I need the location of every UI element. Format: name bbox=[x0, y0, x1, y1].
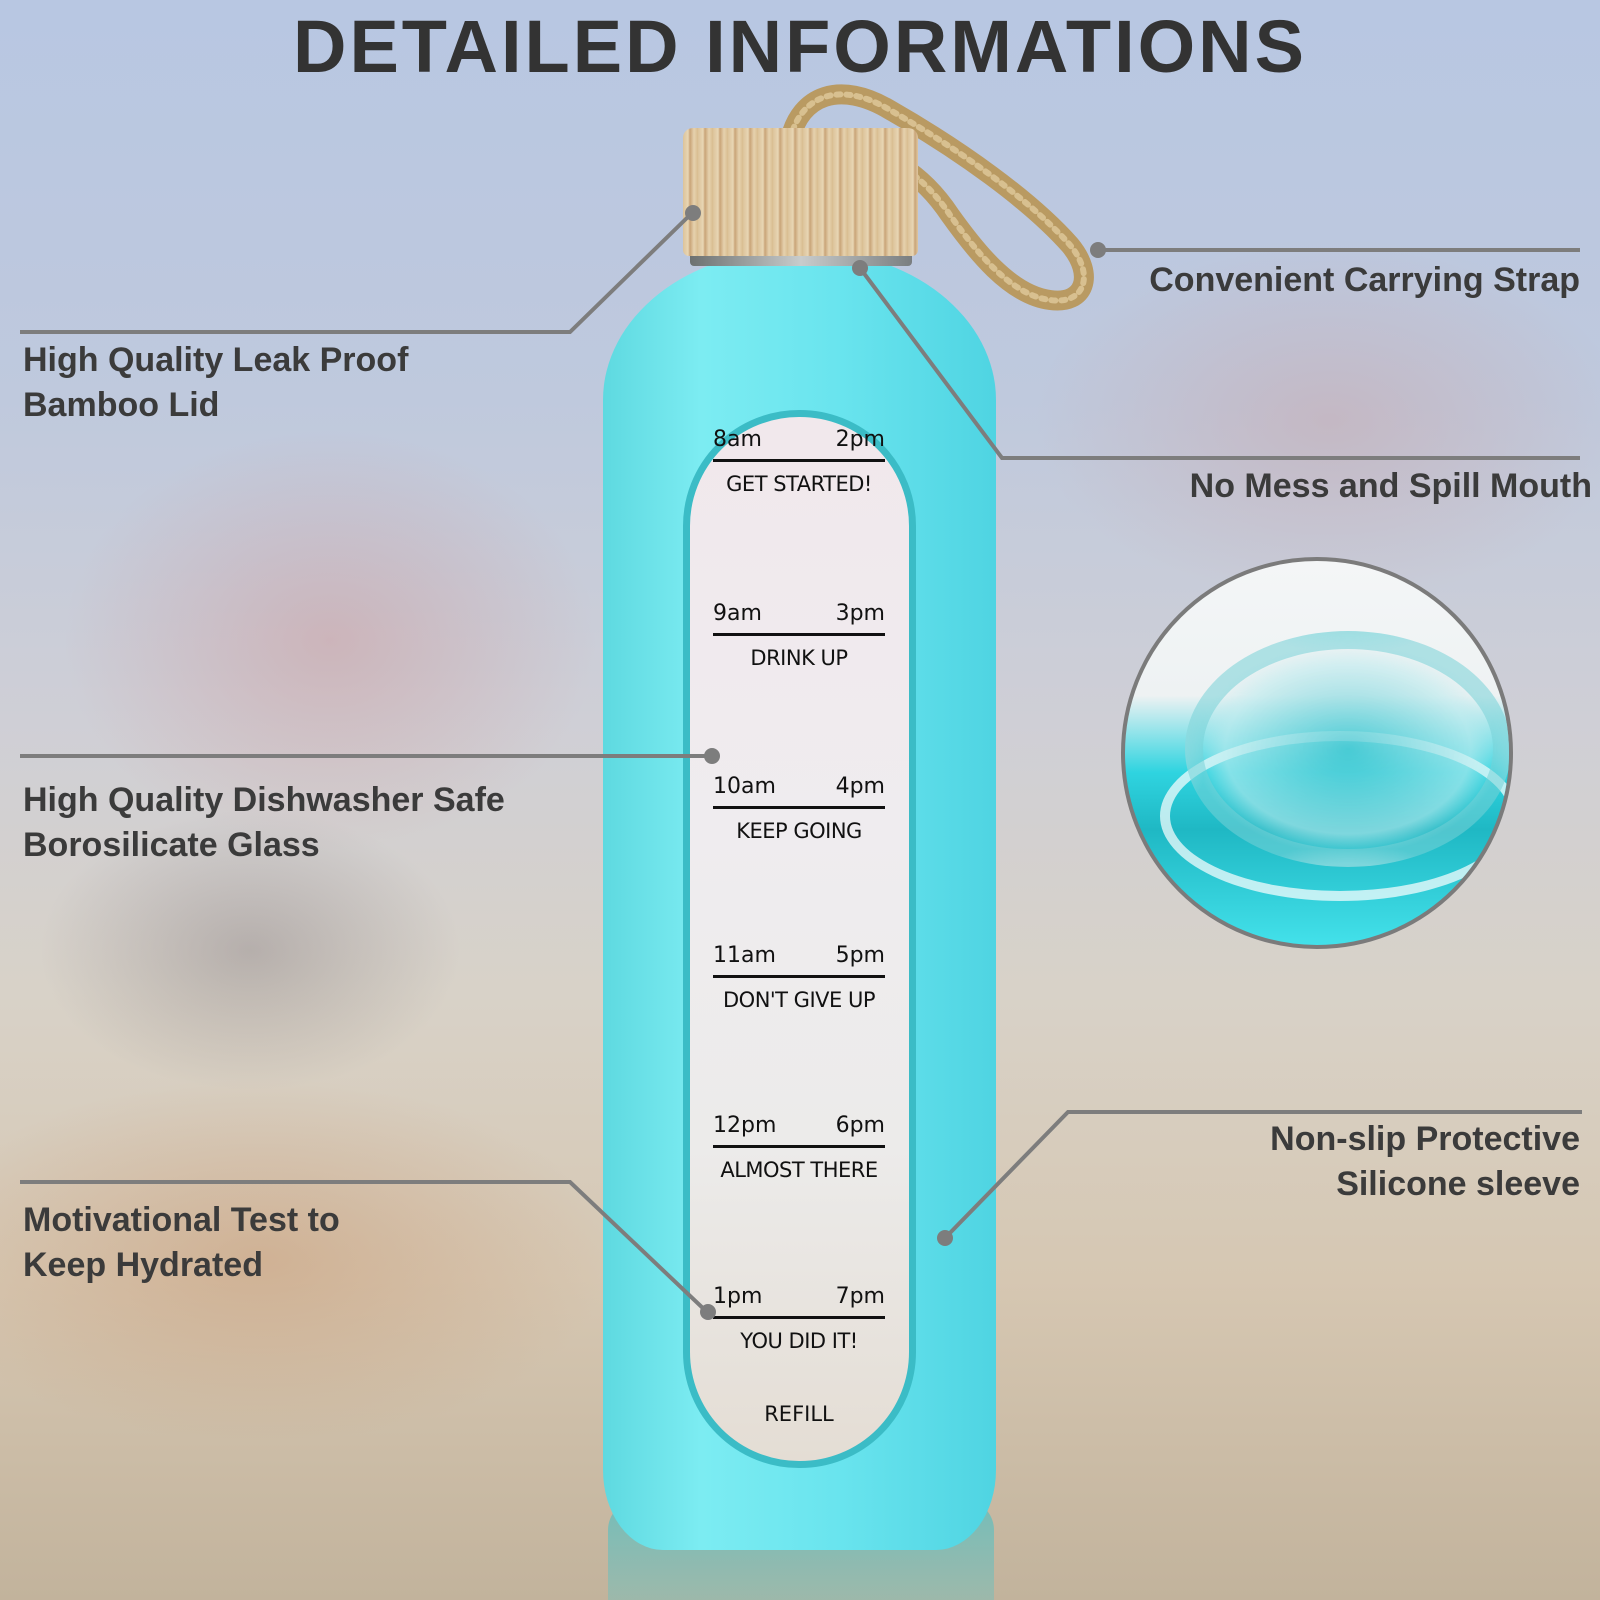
strap-callout-dot bbox=[1090, 242, 1106, 258]
time-right: 2pm bbox=[835, 427, 885, 452]
marker-message: DRINK UP bbox=[750, 646, 848, 670]
marker-line bbox=[713, 806, 885, 809]
callout-line: Silicone sleeve bbox=[1336, 1165, 1580, 1203]
time-left: 10am bbox=[713, 774, 776, 799]
time-marker: 11am 5pm DON'T GIVE UP bbox=[713, 943, 885, 1012]
marker-message: ALMOST THERE bbox=[720, 1158, 878, 1182]
time-left: 8am bbox=[713, 427, 762, 452]
time-right: 3pm bbox=[835, 601, 885, 626]
refill-label: REFILL bbox=[764, 1402, 834, 1426]
time-right: 5pm bbox=[835, 943, 885, 968]
time-marker: 9am 3pm DRINK UP bbox=[713, 601, 885, 670]
callout-line: High Quality Leak Proof bbox=[23, 341, 409, 379]
callout-line: No Mess and Spill Mouth bbox=[1189, 467, 1592, 505]
callout-line: Non-slip Protective bbox=[1270, 1120, 1580, 1158]
time-marker: 1pm 7pm YOU DID IT! bbox=[713, 1284, 885, 1353]
marker-line bbox=[713, 1145, 885, 1148]
sleeve-callout-dot bbox=[937, 1230, 953, 1246]
time-marker: 12pm 6pm ALMOST THERE bbox=[713, 1113, 885, 1182]
lid-callout-dot bbox=[685, 205, 701, 221]
marker-message: GET STARTED! bbox=[726, 472, 872, 496]
callout-line: Motivational Test to bbox=[23, 1201, 340, 1239]
marker-line bbox=[713, 633, 885, 636]
marker-message: DON'T GIVE UP bbox=[723, 988, 876, 1012]
callout-motivational-text: Motivational Test to Keep Hydrated bbox=[23, 1198, 340, 1288]
marker-message: KEEP GOING bbox=[736, 819, 862, 843]
marker-message: YOU DID IT! bbox=[740, 1329, 858, 1353]
time-right: 7pm bbox=[835, 1284, 885, 1309]
marker-line bbox=[713, 975, 885, 978]
callout-borosilicate-glass: High Quality Dishwasher Safe Borosilicat… bbox=[23, 778, 505, 868]
time-marker: 8am 2pm GET STARTED! bbox=[713, 427, 885, 496]
time-left: 12pm bbox=[713, 1113, 777, 1138]
time-right: 4pm bbox=[835, 774, 885, 799]
mouth-callout-dot bbox=[852, 260, 868, 276]
glass-window bbox=[683, 410, 916, 1468]
callout-carrying-strap: Convenient Carrying Strap bbox=[1149, 258, 1580, 303]
callout-spill-mouth: No Mess and Spill Mouth bbox=[1190, 464, 1592, 509]
marker-line bbox=[713, 459, 885, 462]
time-left: 9am bbox=[713, 601, 762, 626]
motivation-callout-dot bbox=[700, 1304, 716, 1320]
mouth-closeup-inset bbox=[1121, 557, 1513, 949]
time-left: 1pm bbox=[713, 1284, 763, 1309]
marker-line bbox=[713, 1316, 885, 1319]
callout-line: High Quality Dishwasher Safe bbox=[23, 781, 505, 819]
time-marker: 10am 4pm KEEP GOING bbox=[713, 774, 885, 843]
callout-bamboo-lid: High Quality Leak Proof Bamboo Lid bbox=[23, 338, 408, 428]
time-right: 6pm bbox=[835, 1113, 885, 1138]
callout-line: Bamboo Lid bbox=[23, 386, 220, 424]
page-title: DETAILED INFORMATIONS bbox=[293, 5, 1307, 88]
bamboo-lid bbox=[683, 128, 918, 256]
callout-line: Borosilicate Glass bbox=[23, 826, 320, 864]
glass-callout-dot bbox=[704, 748, 720, 764]
time-left: 11am bbox=[713, 943, 776, 968]
callout-line: Keep Hydrated bbox=[23, 1246, 263, 1284]
callout-line: Convenient Carrying Strap bbox=[1149, 261, 1580, 299]
callout-silicone-sleeve: Non-slip Protective Silicone sleeve bbox=[1270, 1117, 1580, 1207]
